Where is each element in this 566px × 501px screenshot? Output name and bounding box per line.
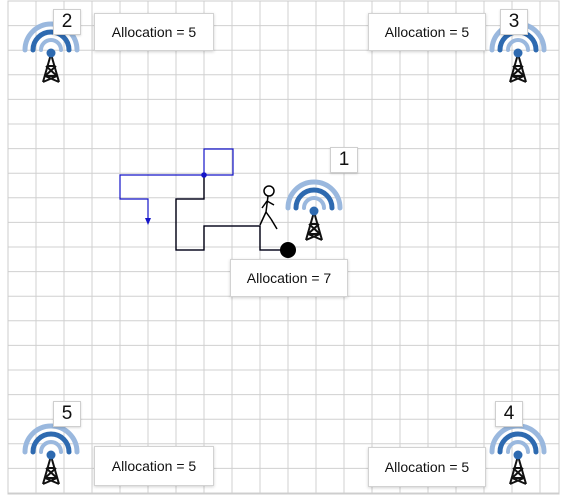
radio-tower-icon xyxy=(22,423,80,485)
radio-tower-icon xyxy=(22,21,80,83)
future-path xyxy=(175,175,288,251)
walking-person-icon xyxy=(259,185,278,230)
junction-dot xyxy=(201,172,207,178)
tower-number-label: 4 xyxy=(495,401,523,427)
radio-tower-icon xyxy=(285,179,343,241)
allocation-label: Allocation = 5 xyxy=(94,446,214,486)
tower-number-label: 5 xyxy=(53,401,81,427)
allocation-label: Allocation = 5 xyxy=(368,447,486,487)
path-arrowhead xyxy=(145,218,151,225)
tower-number-label: 1 xyxy=(330,147,358,173)
tower-number-label: 2 xyxy=(53,9,81,35)
grid-border xyxy=(7,0,560,495)
tower-number-label: 3 xyxy=(500,9,528,35)
current-position-dot-icon xyxy=(280,242,296,258)
allocation-label: Allocation = 5 xyxy=(94,13,214,51)
allocation-label: Allocation = 5 xyxy=(368,13,486,51)
allocation-label: Allocation = 7 xyxy=(230,259,348,297)
